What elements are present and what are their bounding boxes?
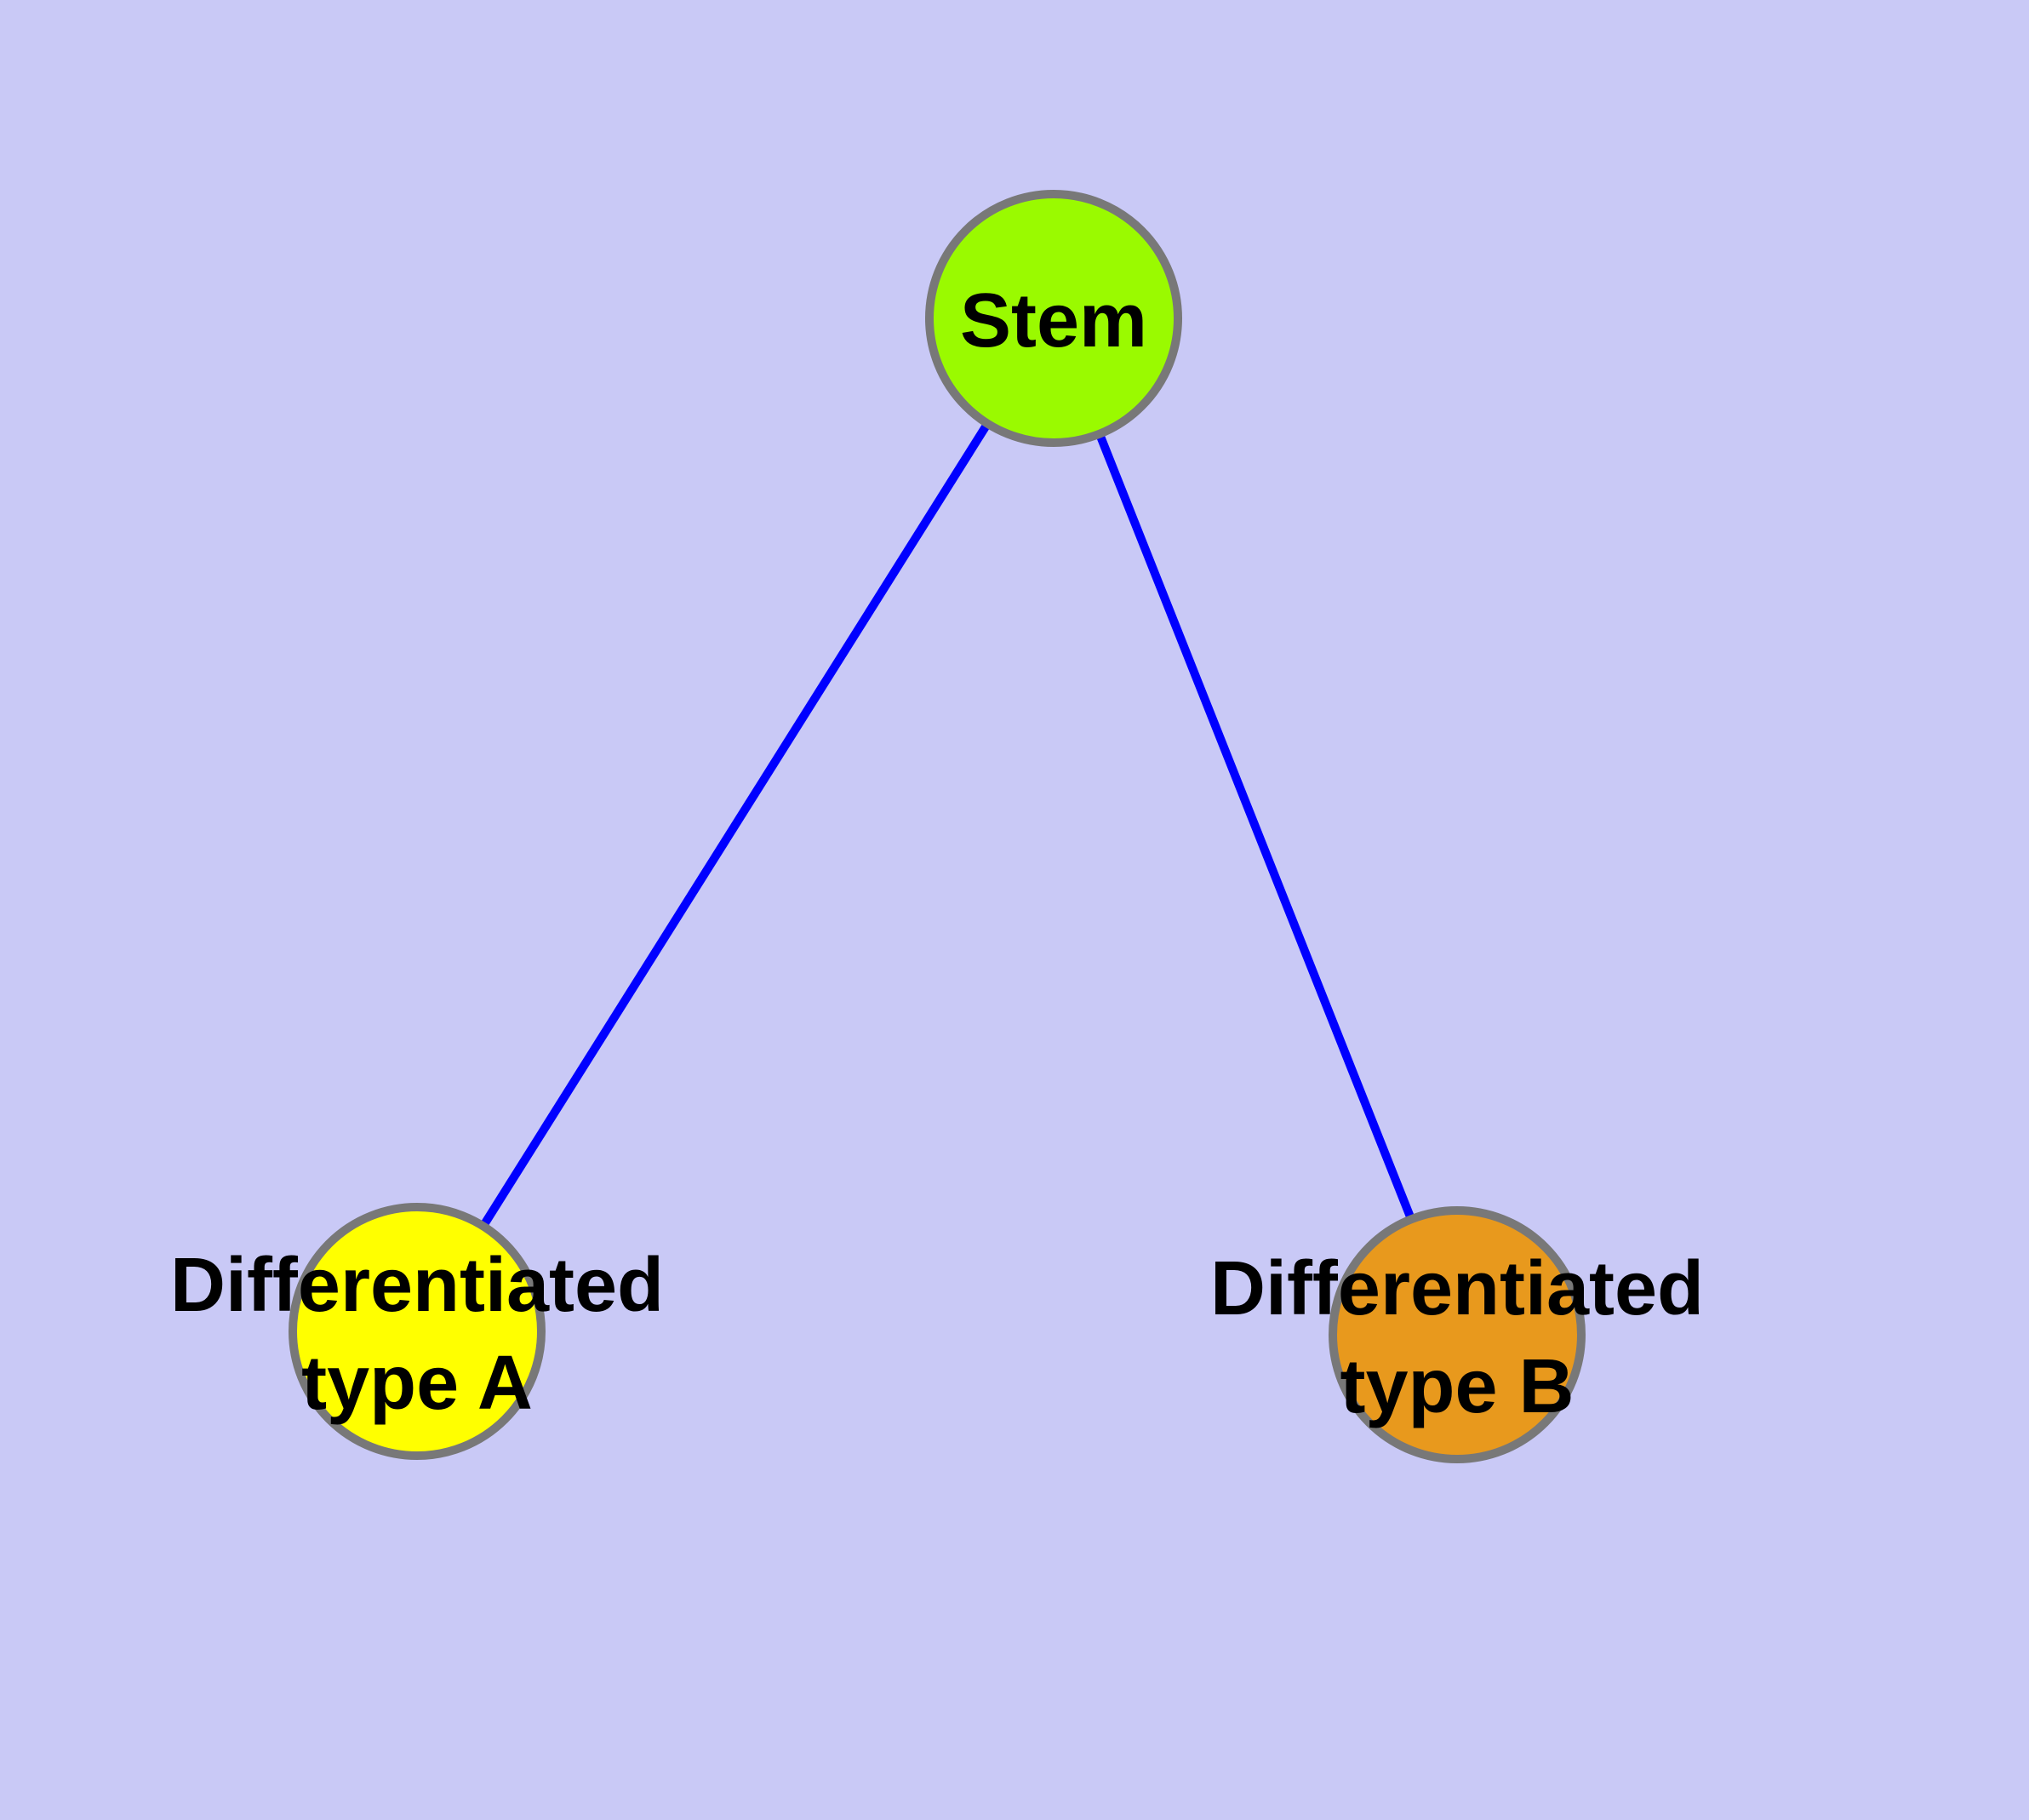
node-differentiated-type-b xyxy=(1329,1206,1586,1463)
node-label-type-b-line2: type B xyxy=(1340,1344,1574,1429)
label-group: Stem Differentiated type A Differentiate… xyxy=(170,278,1704,1429)
edge-stem-to-type-a xyxy=(413,316,1058,1334)
node-label-stem: Stem xyxy=(960,278,1147,363)
edge-group xyxy=(413,316,1461,1336)
node-stem xyxy=(925,190,1182,447)
node-label-type-a-line1: Differentiated xyxy=(170,1243,664,1328)
node-group xyxy=(289,190,1586,1463)
node-label-type-b-line1: Differentiated xyxy=(1210,1246,1704,1331)
node-label-type-a-line2: type A xyxy=(301,1341,533,1426)
node-differentiated-type-a xyxy=(289,1203,546,1460)
edge-stem-to-type-b xyxy=(1049,317,1461,1336)
